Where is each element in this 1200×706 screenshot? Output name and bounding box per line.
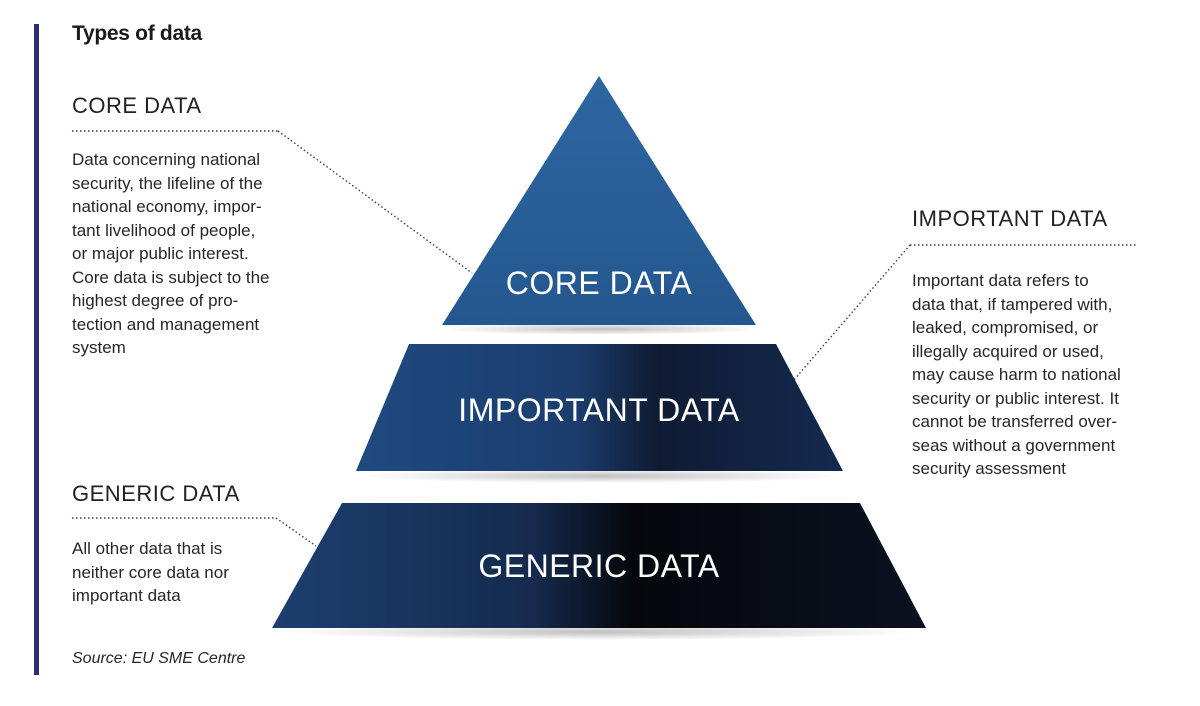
important-desc-line: cannot be transferred over- xyxy=(912,412,1118,431)
core-desc-line: security, the lifeline of the xyxy=(72,173,263,193)
important-leader-line xyxy=(792,244,911,382)
core-callout-description: Data concerning national security, the l… xyxy=(72,148,287,360)
important-callout-heading: IMPORTANT DATA xyxy=(912,206,1108,231)
important-desc-line: illegally acquired or used, xyxy=(912,341,1104,361)
core-desc-line: highest degree of pro- xyxy=(72,291,239,310)
important-desc-line: Important data refers to xyxy=(912,271,1089,290)
accent-bar xyxy=(34,24,39,675)
generic-desc-line: neither core data nor xyxy=(72,562,229,582)
generic-leader-line xyxy=(275,517,317,547)
important-desc-line: data that, if tampered with, xyxy=(912,294,1113,314)
generic-desc-line: All other data that is xyxy=(72,539,223,558)
important-desc-line: leaked, compromised, or xyxy=(912,318,1099,337)
core-desc-line: national economy, impor- xyxy=(72,197,262,216)
core-desc-line: tant livelihood of people, xyxy=(72,220,256,240)
core-tier-label: CORE DATA xyxy=(506,265,693,301)
important-desc-line: seas without a government xyxy=(912,435,1116,455)
core-desc-line: Core data is subject to the xyxy=(72,267,270,287)
important-desc-line: may cause harm to national xyxy=(912,365,1121,384)
core-tier-shadow xyxy=(440,323,760,335)
source-note: Source: EU SME Centre xyxy=(72,650,246,667)
generic-callout-description: All other data that is neither core data… xyxy=(72,537,287,608)
core-desc-line: system xyxy=(72,338,126,357)
core-tier xyxy=(442,76,756,325)
important-callout-description: Important data refers to data that, if t… xyxy=(912,269,1152,481)
core-callout-heading: CORE DATA xyxy=(72,93,202,118)
important-tier-shadow xyxy=(360,469,840,483)
core-desc-line: Data concerning national xyxy=(72,150,261,169)
core-leader-line xyxy=(277,130,473,274)
important-tier xyxy=(356,344,843,471)
core-desc-line: tection and management xyxy=(72,314,260,334)
generic-desc-line: important data xyxy=(72,586,181,605)
important-desc-line: security assessment xyxy=(912,459,1066,478)
core-desc-line: or major public interest. xyxy=(72,244,249,263)
generic-tier xyxy=(272,503,926,628)
generic-callout-heading: GENERIC DATA xyxy=(72,481,240,506)
important-desc-line: security or public interest. It xyxy=(912,388,1119,408)
important-tier-label: IMPORTANT DATA xyxy=(458,392,740,428)
page-title: Types of data xyxy=(72,22,202,45)
generic-tier-label: GENERIC DATA xyxy=(478,548,719,584)
